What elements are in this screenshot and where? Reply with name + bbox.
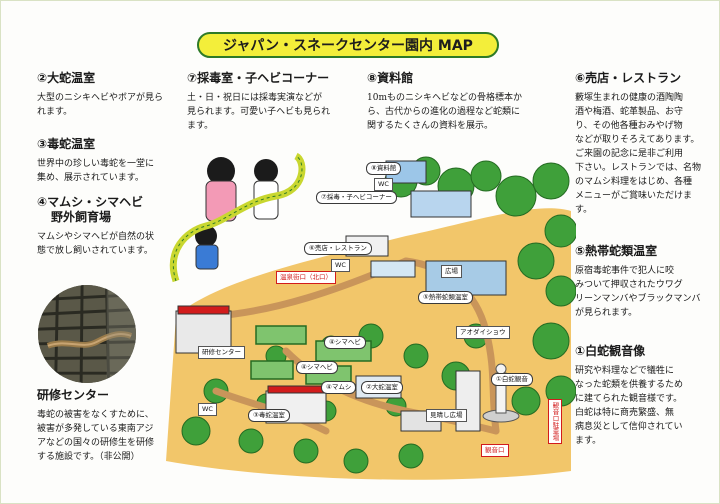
park-map: ⑧資料館 WC ⑦採毒・子ヘビコーナー ⑥売店・レストラン 温泉街口（北口） W… bbox=[156, 141, 578, 486]
section-mamushi: ④マムシ・シマヘビ 野外飼育場 マムシやシマヘビが自然の状 態で放し飼いされてい… bbox=[37, 195, 167, 258]
map-label-mamushi[interactable]: ④マムシ bbox=[321, 381, 357, 394]
body-line: 原宿毒蛇事件で犯人に咬 bbox=[575, 266, 675, 276]
body-line: マムシやシマヘビが自然の状 bbox=[37, 232, 155, 242]
body-line: ら、古代からの進化の過程など蛇類に bbox=[367, 107, 521, 117]
body-line: 毒蛇の被害をなくすために、 bbox=[37, 410, 154, 420]
section-title: ⑧資料館 bbox=[367, 71, 414, 85]
section-title: ⑦採毒室・子ヘビコーナー bbox=[187, 71, 330, 85]
map-label-shimahebi[interactable]: ④シマヘビ bbox=[324, 336, 366, 349]
body-line: 集め、展示されています。 bbox=[37, 173, 144, 183]
map-label-archive[interactable]: ⑧資料館 bbox=[366, 162, 402, 175]
section-title: ②大蛇温室 bbox=[37, 71, 96, 85]
body-line: リーンマンバやブラックマンバ bbox=[575, 294, 701, 304]
body-line: みついて押収されたウワグ bbox=[575, 280, 683, 290]
section-body: 土・日・祝日には採毒実演などが 見られます。可愛い子ヘビも見られ ます。 bbox=[187, 91, 357, 133]
section-title: ⑤熱帯蛇類温室 bbox=[575, 244, 658, 258]
body-line: 研究や料理などで犠牲に bbox=[575, 366, 674, 376]
map-label-hot-spring-gate[interactable]: 温泉街口（北口） bbox=[276, 271, 336, 284]
body-line: 大型のニシキヘビやボアが見ら bbox=[37, 93, 164, 103]
map-label-tropical[interactable]: ⑤熱帯蛇類温室 bbox=[418, 291, 473, 304]
kannon-statue bbox=[482, 363, 520, 423]
section-body: 原宿毒蛇事件で犯人に咬 みついて押収されたウワグ リーンマンバやブラックマンバ … bbox=[575, 264, 705, 320]
body-line: に建てられた観音様です。 bbox=[575, 394, 683, 404]
body-line: アなどの国々の研修生を研修 bbox=[37, 438, 155, 448]
section-body: 藪塚生まれの健康の酒陶陶 酒や梅酒、蛇革製品、お守 り、その他各種おみやげ物 な… bbox=[575, 91, 705, 217]
map-label-venom[interactable]: ③毒蛇温室 bbox=[248, 409, 290, 422]
map-label-shop[interactable]: ⑥売店・レストラン bbox=[304, 242, 372, 255]
body-line: なった蛇類を供養するため bbox=[575, 380, 684, 390]
body-line: する施設です。（非公開） bbox=[37, 452, 140, 462]
map-label-plaza[interactable]: 広場 bbox=[441, 265, 462, 278]
body-line: 世界中の珍しい毒蛇を一堂に bbox=[37, 159, 155, 169]
map-label-view-plaza[interactable]: 見晴し広場 bbox=[426, 409, 467, 422]
page-title: ジャパン・スネークセンター園内 MAP bbox=[197, 32, 499, 58]
section-title: 野外飼育場 bbox=[51, 210, 112, 224]
section-big-snake: ②大蛇温室 大型のニシキヘビやボアが見ら れます。 bbox=[37, 71, 167, 119]
section-venom-snake: ③毒蛇温室 世界中の珍しい毒蛇を一堂に 集め、展示されています。 bbox=[37, 137, 167, 185]
section-archive: ⑧資料館 10mものニシキヘビなどの骨格標本か ら、古代からの進化の過程など蛇類… bbox=[367, 71, 562, 133]
section-title: ③毒蛇温室 bbox=[37, 137, 96, 151]
body-line: 態で放し飼いされています。 bbox=[37, 246, 153, 256]
map-label-aodaisho[interactable]: アオダイショウ bbox=[456, 326, 510, 339]
map-label-big-snake[interactable]: ②大蛇温室 bbox=[361, 381, 403, 394]
body-line: ご来園の記念に是非ご利用 bbox=[575, 149, 684, 159]
body-line: 藪塚生まれの健康の酒陶陶 bbox=[575, 93, 684, 103]
kids-illustration bbox=[169, 152, 306, 283]
body-line: 関するたくさんの資料を展示。 bbox=[367, 121, 494, 131]
body-line: 見られます。可愛い子ヘビも見られ bbox=[187, 107, 331, 117]
body-line: 下さい。レストランでは、名物 bbox=[575, 163, 702, 173]
body-line: ます。 bbox=[575, 436, 602, 446]
section-body: 毒蛇の被害をなくすために、 被害が多発している東南アジ アなどの国々の研修生を研… bbox=[37, 408, 167, 464]
section-body: 大型のニシキヘビやボアが見ら れます。 bbox=[37, 91, 167, 119]
body-line: 土・日・祝日には採毒実演などが bbox=[187, 93, 323, 103]
body-line: のマムシ料理をはじめ、各種 bbox=[575, 177, 693, 187]
map-label-wc[interactable]: WC bbox=[331, 259, 350, 272]
body-line: メニューがご賞味いただけま bbox=[575, 191, 693, 201]
map-label-training[interactable]: 研修センター bbox=[198, 346, 245, 359]
map-label-gate-south[interactable]: 観音口 bbox=[481, 444, 509, 457]
section-kannon: ①白蛇観音像 研究や料理などで犠牲に なった蛇類を供養するため に建てられた観音… bbox=[575, 344, 705, 448]
body-line: などが取りそろえてあります。 bbox=[575, 135, 700, 145]
body-line: す。 bbox=[575, 205, 593, 215]
map-label-parking[interactable]: 観音口駐車場 bbox=[548, 399, 562, 444]
section-shop: ⑥売店・レストラン 藪塚生まれの健康の酒陶陶 酒や梅酒、蛇革製品、お守 り、その… bbox=[575, 71, 705, 217]
body-line: り、その他各種おみやげ物 bbox=[575, 121, 683, 131]
section-body: マムシやシマヘビが自然の状 態で放し飼いされています。 bbox=[37, 230, 167, 258]
section-title: 研修センター bbox=[37, 388, 110, 402]
section-body: 研究や料理などで犠牲に なった蛇類を供養するため に建てられた観音様です。 白蛇… bbox=[575, 364, 705, 448]
body-line: れます。 bbox=[37, 107, 73, 117]
section-venom-collection: ⑦採毒室・子ヘビコーナー 土・日・祝日には採毒実演などが 見られます。可愛い子ヘ… bbox=[187, 71, 357, 133]
section-title: ⑥売店・レストラン bbox=[575, 71, 682, 85]
map-label-wc[interactable]: WC bbox=[374, 178, 393, 191]
section-training: 研修センター 毒蛇の被害をなくすために、 被害が多発している東南アジ アなどの国… bbox=[37, 388, 167, 464]
section-title: ④マムシ・シマヘビ bbox=[37, 195, 144, 209]
map-label-wc[interactable]: WC bbox=[198, 403, 217, 416]
body-line: 被害が多発している東南アジ bbox=[37, 424, 154, 434]
map-label-shimahebi[interactable]: ④シマヘビ bbox=[296, 361, 338, 374]
body-line: が見られます。 bbox=[575, 308, 638, 318]
section-tropical: ⑤熱帯蛇類温室 原宿毒蛇事件で犯人に咬 みついて押収されたウワグ リーンマンバや… bbox=[575, 244, 705, 320]
snake-photo bbox=[38, 285, 136, 383]
body-line: ます。 bbox=[187, 121, 214, 131]
body-line: 白蛇は特に商売繁盛、無 bbox=[575, 408, 675, 418]
map-label-kannon[interactable]: ①白蛇観音 bbox=[491, 373, 533, 386]
body-line: 病息災として信仰されてい bbox=[575, 422, 683, 432]
body-line: 10mものニシキヘビなどの骨格標本か bbox=[367, 93, 522, 103]
section-body: 世界中の珍しい毒蛇を一堂に 集め、展示されています。 bbox=[37, 157, 167, 185]
body-line: 酒や梅酒、蛇革製品、お守 bbox=[575, 107, 684, 117]
section-title: ①白蛇観音像 bbox=[575, 344, 646, 358]
map-label-venom-room[interactable]: ⑦採毒・子ヘビコーナー bbox=[316, 191, 397, 204]
section-body: 10mものニシキヘビなどの骨格標本か ら、古代からの進化の過程など蛇類に 関する… bbox=[367, 91, 562, 133]
